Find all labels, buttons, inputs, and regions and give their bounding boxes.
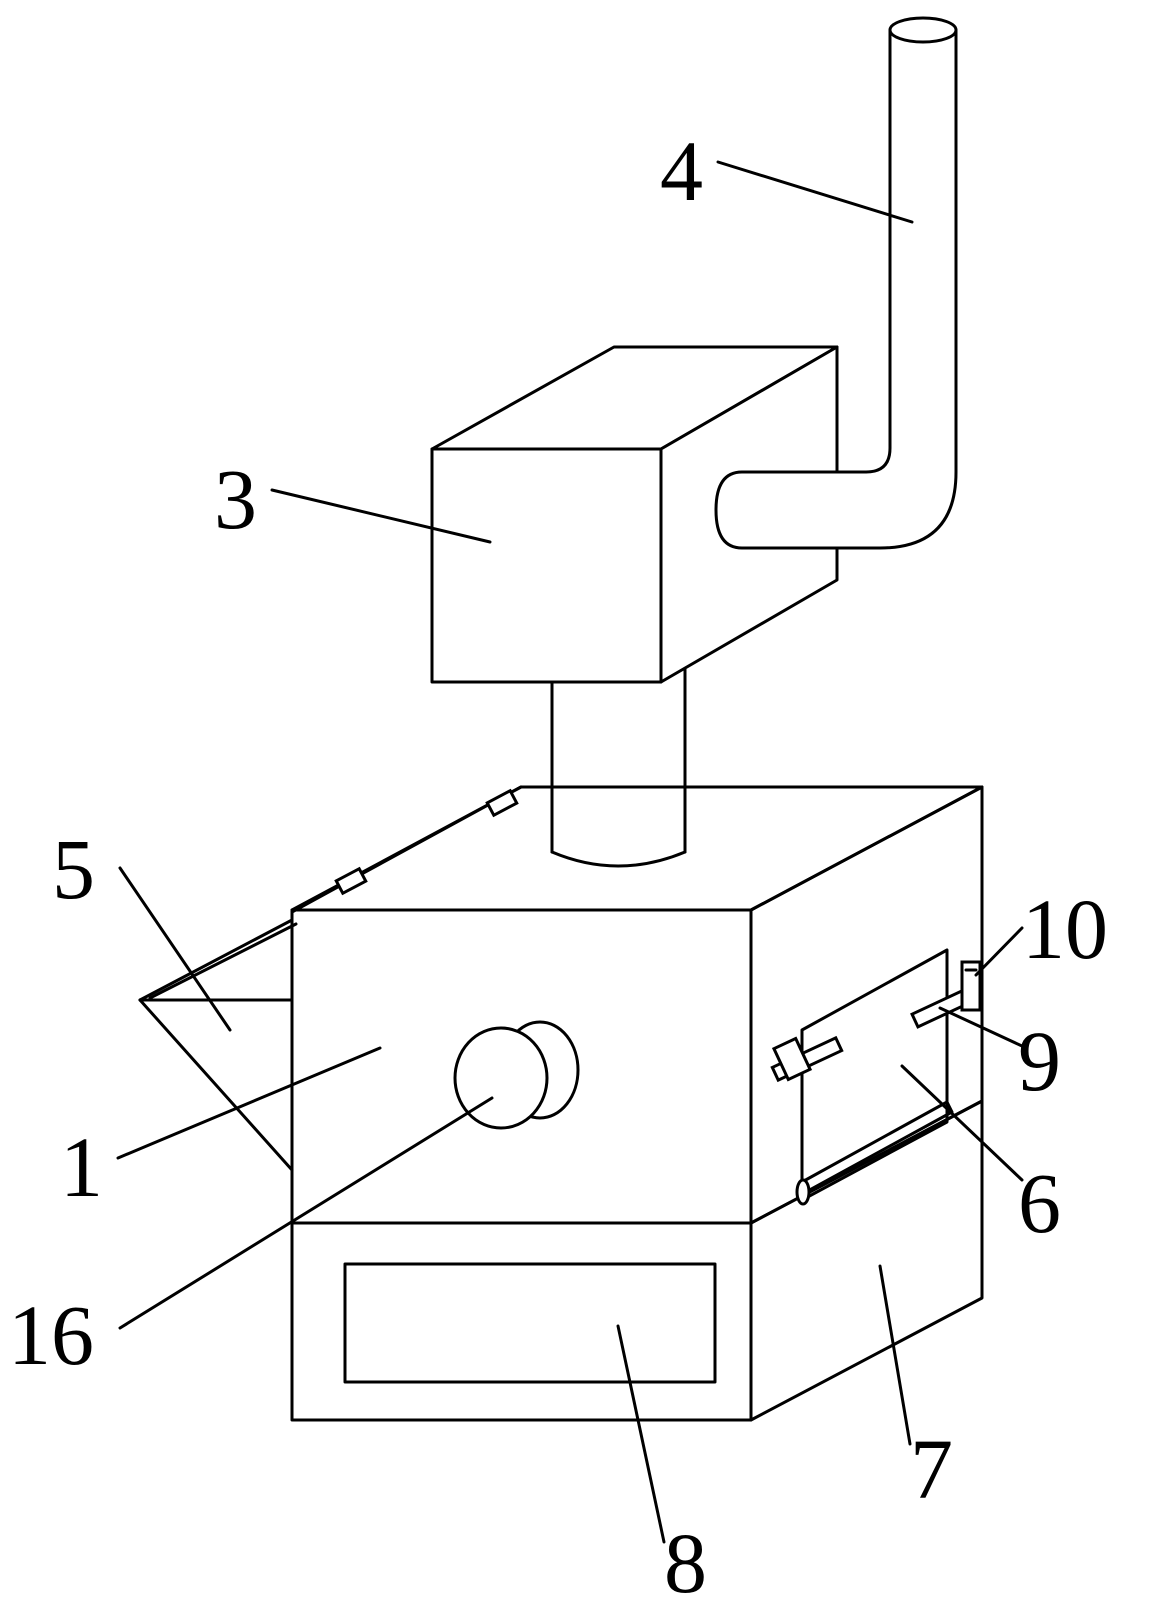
leader-5	[118, 866, 232, 1032]
callout-9: 9	[1018, 1013, 1061, 1109]
callout-8: 8	[664, 1515, 707, 1602]
leader-16	[118, 1096, 494, 1330]
callout-5: 5	[52, 821, 95, 917]
exhaust-pipe	[714, 16, 958, 550]
leader-6	[900, 1064, 1024, 1182]
leader-10	[974, 926, 1024, 977]
callout-7: 7	[910, 1421, 953, 1517]
knob	[453, 1020, 580, 1130]
callout-10: 10	[1022, 881, 1108, 977]
leader-7	[878, 1264, 912, 1446]
callout-6: 6	[1018, 1155, 1061, 1251]
leader-lines	[116, 160, 1024, 1544]
drawer-window	[343, 1262, 717, 1384]
callout-16: 16	[8, 1287, 94, 1383]
door-latch	[960, 960, 982, 1012]
callout-4: 4	[660, 123, 703, 219]
door-hinge	[770, 985, 978, 1083]
callout-1: 1	[60, 1119, 103, 1215]
feed-hopper	[138, 785, 523, 1172]
leader-8	[616, 1324, 666, 1544]
callout-3: 3	[214, 451, 257, 547]
leader-9	[938, 1006, 1024, 1048]
connecting-duct	[550, 662, 687, 868]
leader-3	[270, 488, 492, 544]
leader-1	[116, 1046, 382, 1160]
leader-4	[716, 160, 914, 224]
callout-labels: 4 3 5 1 16 10 9 6 7 8	[8, 123, 1108, 1602]
lower-cabinet	[290, 1099, 984, 1422]
side-door	[795, 948, 954, 1206]
